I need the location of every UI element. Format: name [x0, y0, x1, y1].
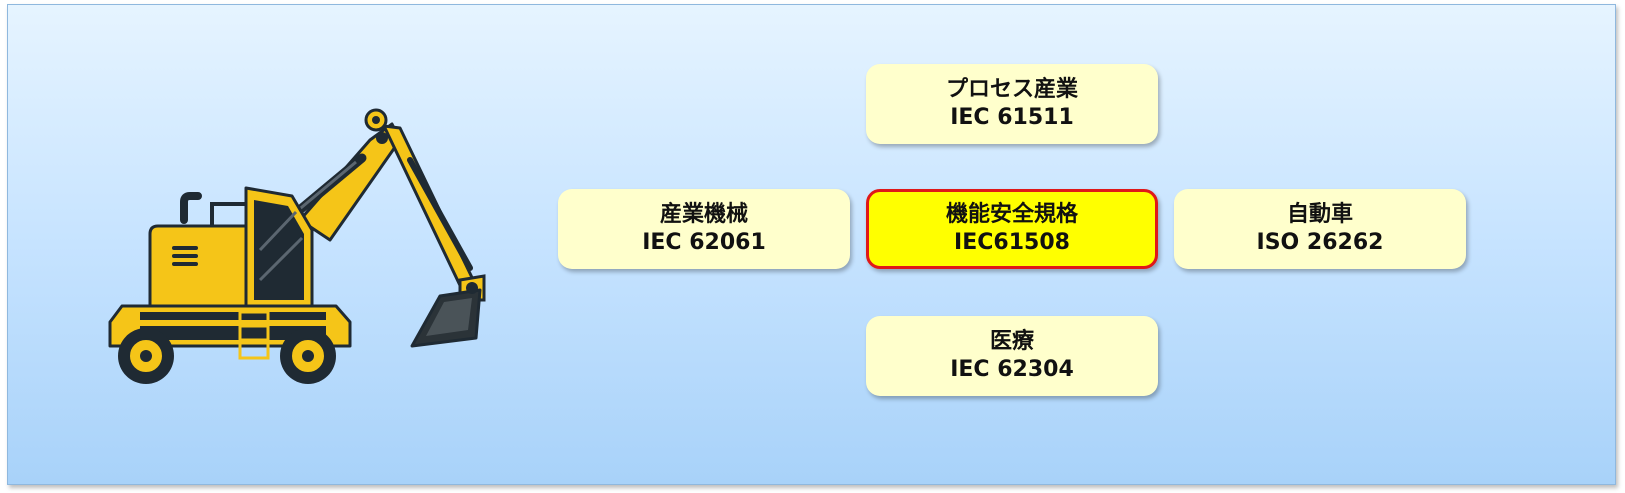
node-functional-safety-center: 機能安全規格 IEC61508 — [866, 189, 1158, 269]
node-medical: 医療 IEC 62304 — [866, 316, 1158, 396]
node-process-industry: プロセス産業 IEC 61511 — [866, 64, 1158, 144]
node-standard: IEC61508 — [954, 229, 1070, 257]
node-title: プロセス産業 — [946, 76, 1078, 104]
node-title: 自動車 — [1287, 201, 1353, 229]
node-title: 産業機械 — [660, 201, 748, 229]
node-industrial-machinery: 産業機械 IEC 62061 — [558, 189, 850, 269]
node-standard: IEC 62304 — [950, 356, 1074, 384]
node-standard: IEC 62061 — [642, 229, 766, 257]
node-standard: ISO 26262 — [1257, 229, 1384, 257]
node-standard: IEC 61511 — [950, 104, 1074, 132]
excavator-icon — [100, 100, 520, 410]
node-title: 医療 — [990, 328, 1034, 356]
node-title: 機能安全規格 — [946, 201, 1078, 229]
node-automotive: 自動車 ISO 26262 — [1174, 189, 1466, 269]
